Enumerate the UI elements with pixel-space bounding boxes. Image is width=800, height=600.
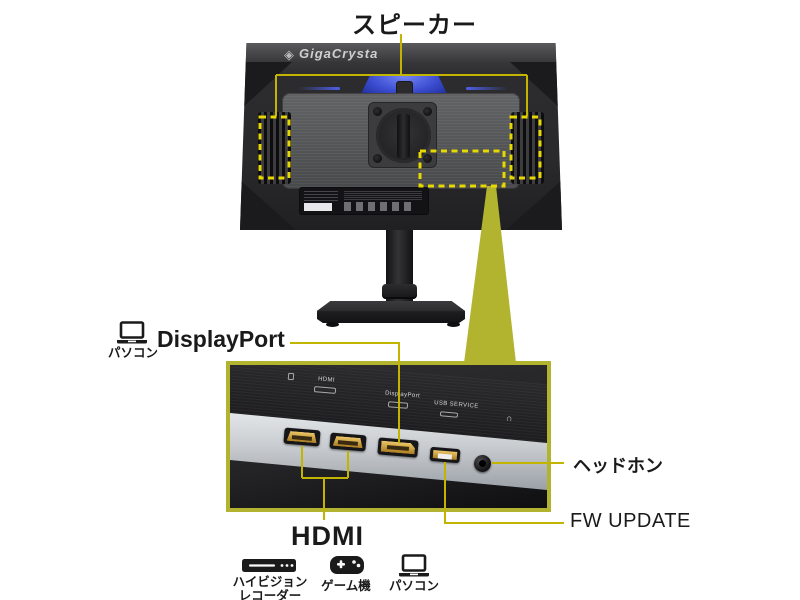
recorder-caption: ハイビジョン レコーダー <box>232 575 308 600</box>
stand-foot <box>447 322 460 327</box>
printed-headphone-icon: ∩ <box>505 412 514 424</box>
speaker-grille-left <box>258 112 291 184</box>
certification-marks <box>344 202 414 211</box>
hdmi-port-1 <box>283 427 321 447</box>
stand-base <box>317 301 465 323</box>
led-strip-right <box>466 87 508 90</box>
brand-diamond-icon: ◈ <box>284 47 295 62</box>
displayport-label: DisplayPort <box>157 326 285 352</box>
gamepad-icon <box>330 556 364 574</box>
printed-lock-icon <box>287 372 295 381</box>
printed-hdmi-label: HDMI <box>317 376 336 384</box>
speaker-label: スピーカー <box>352 12 477 39</box>
hdmi-port-2 <box>329 432 367 452</box>
port-closeup-photo: HDMI DisplayPort USB SERVICE ∩ <box>226 361 551 512</box>
speaker-grille-right <box>511 112 544 184</box>
headphone-label: ヘッドホン <box>573 456 663 476</box>
brand-logo: ◈GigaCrysta <box>284 46 379 62</box>
displayport-port <box>377 437 419 458</box>
sticker-barcode <box>304 203 332 211</box>
led-strip-left <box>298 87 340 90</box>
stand-foot <box>326 322 339 327</box>
monitor-back-view: ◈GigaCrysta <box>240 43 562 230</box>
sticker-text-lines <box>344 191 422 200</box>
laptop-icon <box>399 554 429 577</box>
screw-icon <box>423 154 432 163</box>
cable-clip <box>382 284 417 299</box>
vesa-mount-plate <box>368 102 437 168</box>
sticker-text-lines <box>304 191 338 201</box>
screw-icon <box>373 107 382 116</box>
hdmi-label: HDMI <box>291 521 364 551</box>
laptop-caption: パソコン <box>388 579 439 593</box>
gamepad-caption: ゲーム機 <box>321 579 371 593</box>
stand-mount-circle <box>376 108 431 163</box>
usb-port <box>429 446 461 464</box>
laptop-icon <box>117 321 147 344</box>
displayport-source-caption: パソコン <box>107 346 158 360</box>
fw-update-label: FW UPDATE <box>570 510 691 532</box>
screw-icon <box>373 154 382 163</box>
rating-label-sticker <box>300 188 428 214</box>
recorder-icon <box>242 559 296 572</box>
screw-icon <box>423 107 432 116</box>
stand-column-top <box>397 114 410 158</box>
